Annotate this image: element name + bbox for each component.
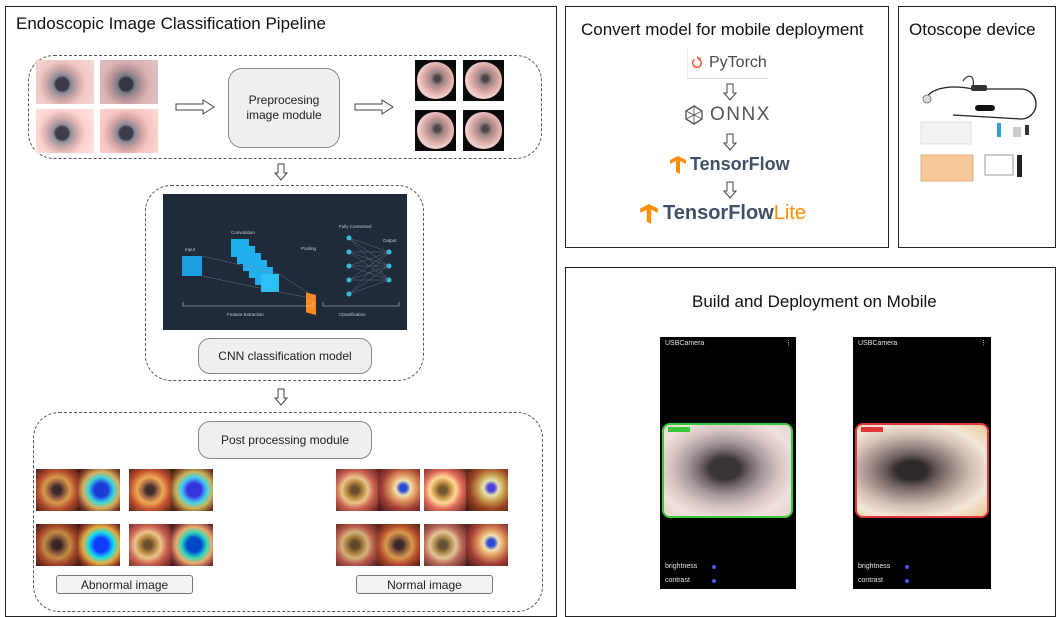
normal-image-label: Normal image (387, 577, 462, 592)
cnn-convolution-label: Convolution (231, 230, 255, 235)
arrow-down-icon (723, 83, 737, 101)
otoscope-device-image (913, 67, 1048, 192)
brightness-slider-thumb[interactable] (905, 565, 909, 569)
more-options-icon[interactable]: ⋮ (980, 340, 987, 347)
camera-feed-abnormal (855, 423, 989, 518)
otoscope-title: Otoscope device (909, 20, 1036, 39)
preprocessing-module-box: Preprocesing image module (228, 68, 340, 148)
mobile-title: Build and Deployment on Mobile (692, 292, 937, 311)
cnn-region (145, 185, 424, 381)
normal-heatmap-4 (466, 524, 508, 566)
normal-heatmap-3 (378, 524, 420, 566)
arrow-right-icon (354, 99, 394, 115)
cnn-fc-label: Fully Connected (339, 224, 372, 229)
pipeline-panel: Endoscopic Image Classification Pipeline… (5, 6, 557, 617)
cnn-feature-extraction-label: Feature Extraction (227, 312, 264, 317)
abnormal-heatmap-1 (78, 469, 120, 511)
pytorch-label: PyTorch (709, 54, 767, 71)
pytorch-logo: PyTorch (687, 48, 768, 79)
normal-heatmap-2 (466, 469, 508, 511)
abnormal-heatmap-2 (171, 469, 213, 511)
brightness-label: brightness (665, 563, 698, 570)
convert-title: Convert model for mobile deployment (581, 20, 864, 39)
abnormal-image-label: Abnormal image (80, 577, 169, 592)
cnn-model-label: CNN classification model (218, 349, 352, 363)
pytorch-flame-icon (692, 56, 702, 68)
arrow-down-icon (274, 163, 288, 181)
phone-app-name: USBCamera (665, 340, 705, 347)
contrast-slider-thumb[interactable] (905, 579, 909, 583)
cnn-classification-label: Classification (339, 312, 366, 317)
more-options-icon[interactable]: ⋮ (785, 340, 792, 347)
arrow-down-icon (723, 181, 737, 199)
contrast-label: contrast (665, 577, 690, 584)
normal-image-3 (336, 524, 378, 566)
onnx-icon (685, 105, 703, 125)
preprocessing-region (28, 55, 542, 159)
normal-heatmap-1 (378, 469, 420, 511)
processed-image-2 (463, 60, 504, 101)
abnormal-heatmap-4 (171, 524, 213, 566)
tensorflow-lite-logo: TensorFlowLite (638, 202, 806, 225)
mobile-panel: Build and Deployment on Mobile USBCamera… (565, 267, 1056, 617)
convert-panel: Convert model for mobile deployment PyTo… (565, 6, 889, 248)
input-image-1 (36, 60, 94, 104)
phone-screen-1: USBCamera ⋮ brightness contrast (660, 337, 796, 589)
phone-screen-2: USBCamera ⋮ brightness contrast (853, 337, 991, 589)
onnx-label: ONNX (710, 104, 771, 125)
postprocessing-region (33, 412, 543, 612)
phone-app-name: USBCamera (858, 340, 898, 347)
abnormal-heatmap-3 (78, 524, 120, 566)
arrow-down-icon (723, 133, 737, 151)
processed-image-3 (415, 110, 456, 151)
tensorflow-logo: TensorFlow (669, 154, 790, 175)
contrast-label: contrast (858, 577, 883, 584)
contrast-slider-thumb[interactable] (712, 579, 716, 583)
abnormal-image-2 (129, 469, 171, 511)
normal-image-label-box: Normal image (356, 575, 493, 594)
tensorflow-lite-icon (640, 203, 658, 224)
abnormal-image-3 (36, 524, 78, 566)
input-image-2 (100, 60, 158, 104)
camera-feed-normal (662, 423, 793, 518)
normal-image-1 (336, 469, 378, 511)
tensorflow-label: TensorFlow (690, 154, 790, 174)
processed-image-4 (463, 110, 504, 151)
onnx-logo: ONNX (684, 104, 771, 126)
otoscope-panel: Otoscope device (898, 6, 1056, 248)
input-image-4 (100, 109, 158, 153)
cnn-model-box: CNN classification model (198, 338, 372, 374)
brightness-label: brightness (858, 563, 891, 570)
tensorflow-icon (670, 155, 686, 174)
cnn-output-label: Output (383, 238, 397, 243)
postprocessing-module-box: Post processing module (198, 421, 372, 459)
abnormal-image-4 (129, 524, 171, 566)
cnn-architecture-figure: Input Convolution Pooling Fully Connecte… (163, 194, 407, 330)
normal-image-2 (424, 469, 466, 511)
postprocessing-module-label: Post processing module (220, 433, 350, 447)
pipeline-title: Endoscopic Image Classification Pipeline (16, 14, 326, 33)
abnormal-image-label-box: Abnormal image (56, 575, 193, 594)
processed-image-1 (415, 60, 456, 101)
tensorflow-lite-label: TensorFlowLite (663, 202, 806, 224)
brightness-slider-thumb[interactable] (712, 565, 716, 569)
detection-label-normal (668, 427, 690, 432)
cnn-pooling-label: Pooling (301, 246, 317, 251)
normal-image-4 (424, 524, 466, 566)
input-image-3 (36, 109, 94, 153)
arrow-down-icon (274, 388, 288, 406)
abnormal-image-1 (36, 469, 78, 511)
cnn-input-label: Input (185, 247, 196, 252)
detection-label-abnormal (861, 427, 883, 432)
arrow-right-icon (175, 99, 215, 115)
preprocessing-module-label: Preprocesing image module (246, 93, 322, 122)
